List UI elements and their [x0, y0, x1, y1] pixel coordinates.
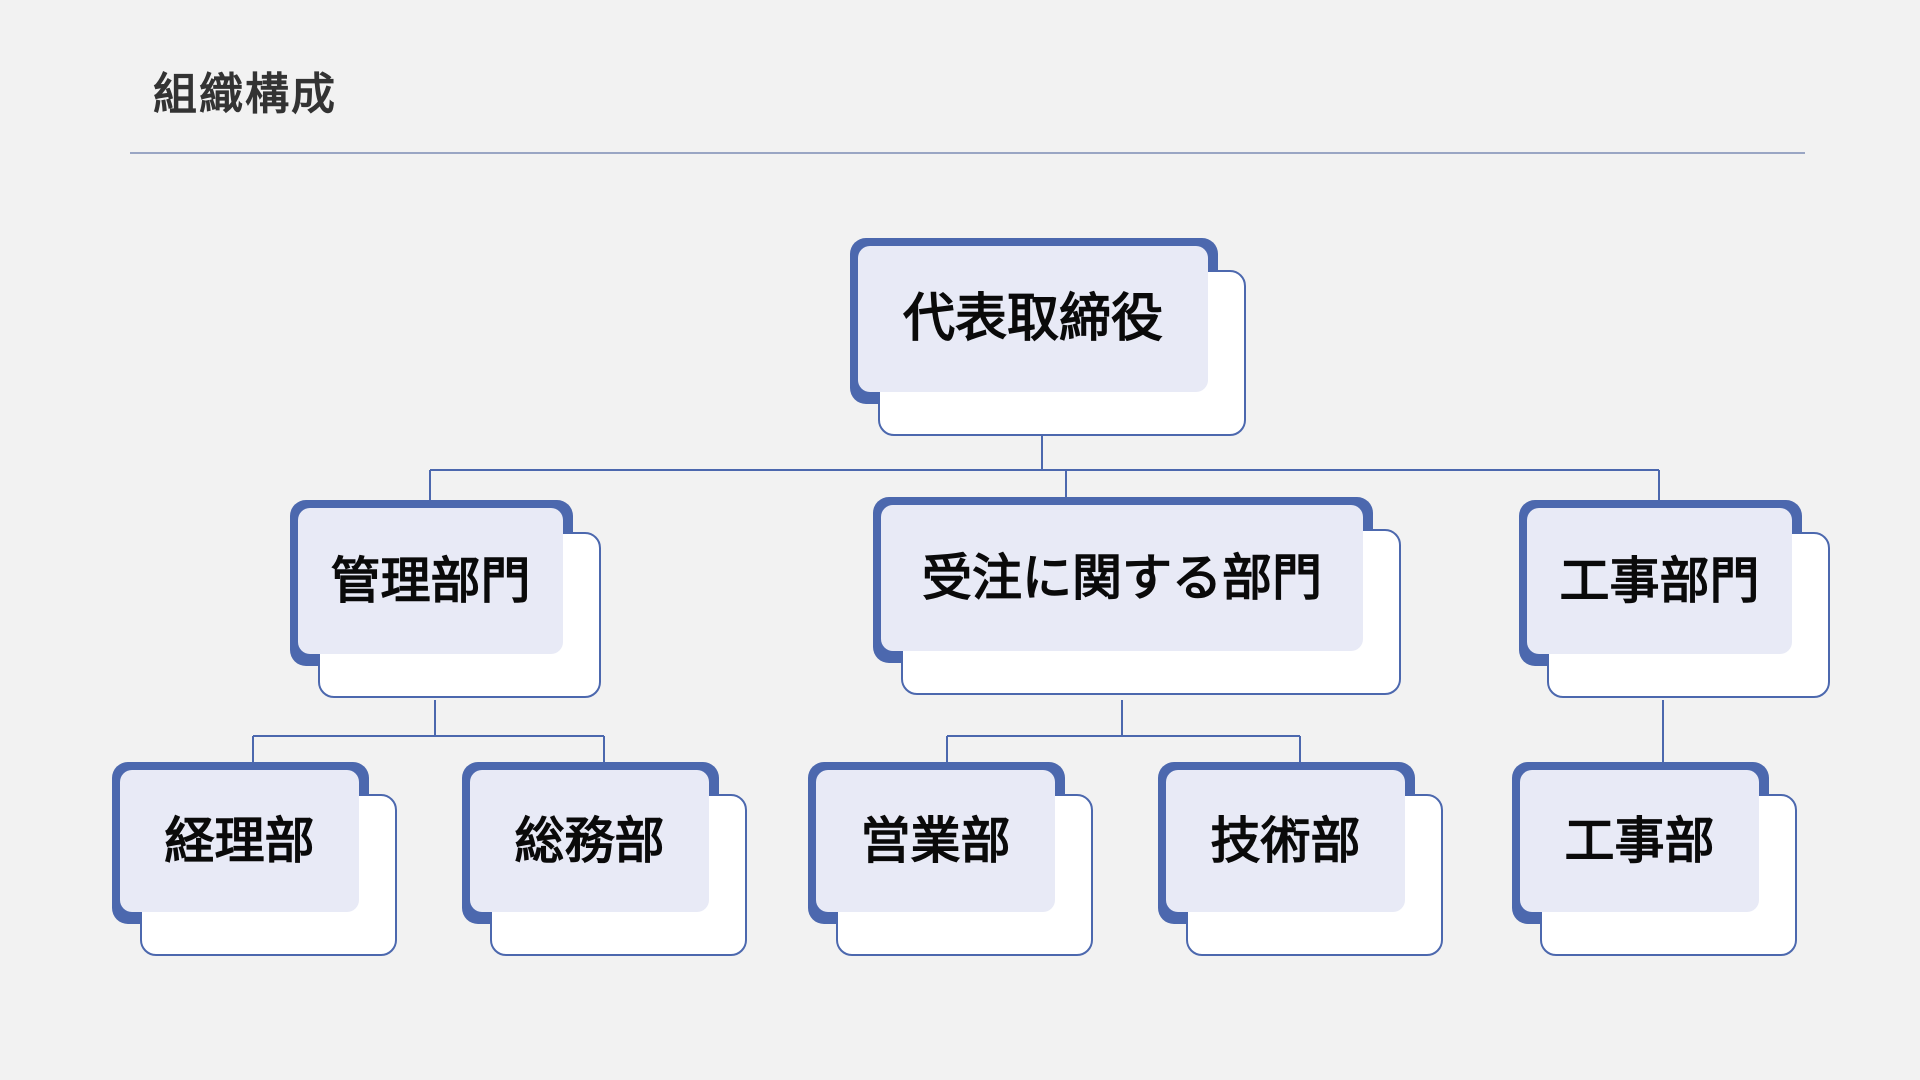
org-node-koji-bumon[interactable]: 工事部門: [1519, 500, 1830, 698]
org-node-koji-bu[interactable]: 工事部: [1512, 762, 1797, 956]
node-inner: 経理部: [120, 770, 359, 912]
org-node-eigyo[interactable]: 営業部: [808, 762, 1093, 956]
org-node-label: 営業部: [860, 813, 1011, 869]
node-card: 管理部門: [298, 508, 601, 698]
node-card: 技術部: [1166, 770, 1443, 956]
node-inner: 代表取締役: [858, 246, 1208, 392]
org-node-label: 経理部: [164, 813, 315, 869]
org-node-label: 代表取締役: [902, 290, 1163, 348]
org-node-gijutsu[interactable]: 技術部: [1158, 762, 1443, 956]
node-inner: 営業部: [816, 770, 1055, 912]
page-title: 組織構成: [153, 70, 337, 119]
node-inner: 工事部: [1520, 770, 1759, 912]
node-inner: 工事部門: [1527, 508, 1792, 654]
node-card: 工事部門: [1527, 508, 1830, 698]
org-node-label: 工事部門: [1559, 553, 1760, 609]
org-node-label: 工事部: [1564, 813, 1715, 869]
org-node-label: 総務部: [514, 813, 665, 869]
org-node-juchu[interactable]: 受注に関する部門: [873, 497, 1401, 695]
page-header: 組織構成: [0, 0, 1920, 160]
org-node-ceo[interactable]: 代表取締役: [850, 238, 1246, 436]
title-divider: [130, 152, 1805, 154]
node-inner: 受注に関する部門: [881, 505, 1363, 651]
node-inner: 総務部: [470, 770, 709, 912]
org-node-label: 管理部門: [330, 553, 531, 609]
node-card: 代表取締役: [858, 246, 1246, 436]
org-node-kanri[interactable]: 管理部門: [290, 500, 601, 698]
org-node-label: 技術部: [1210, 813, 1361, 869]
node-inner: 管理部門: [298, 508, 563, 654]
node-card: 営業部: [816, 770, 1093, 956]
org-node-keiri[interactable]: 経理部: [112, 762, 397, 956]
node-card: 経理部: [120, 770, 397, 956]
node-card: 工事部: [1520, 770, 1797, 956]
org-node-somu[interactable]: 総務部: [462, 762, 747, 956]
org-node-label: 受注に関する部門: [922, 550, 1322, 606]
node-card: 受注に関する部門: [881, 505, 1401, 695]
node-card: 総務部: [470, 770, 747, 956]
node-inner: 技術部: [1166, 770, 1405, 912]
